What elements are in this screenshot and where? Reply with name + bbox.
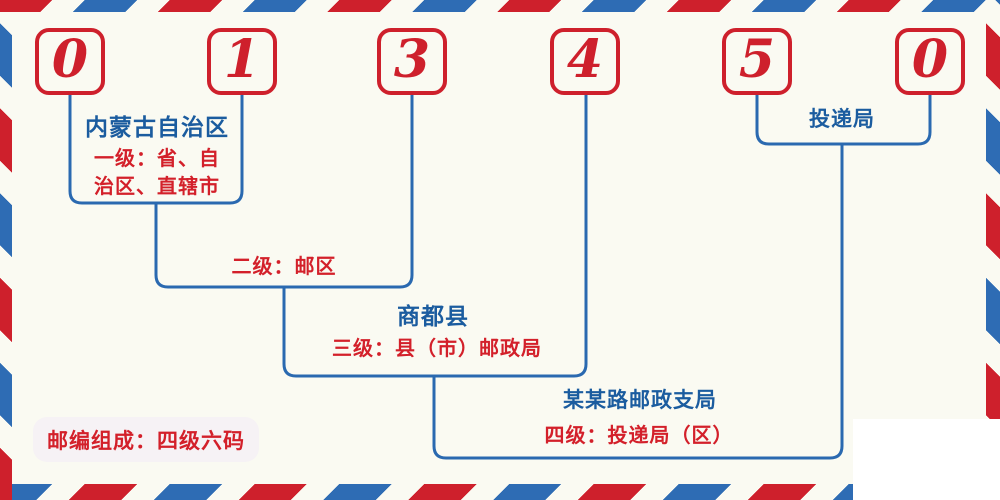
connector-delivery-bracket xyxy=(755,95,932,146)
digit: 0 xyxy=(51,28,89,90)
level3-label: 三级：县（市）邮政局 xyxy=(332,336,542,360)
delivery-office-label: 投递局 xyxy=(809,106,875,131)
level1-label: 一级：省、自 治区、直辖市 xyxy=(94,146,220,198)
level2-label: 二级：邮区 xyxy=(231,254,337,278)
level3-place-name: 商都县 xyxy=(397,303,469,330)
connector-level4-bracket xyxy=(432,144,844,460)
digit-box-4: 4 xyxy=(550,28,620,95)
corner-cover xyxy=(853,419,1000,500)
digit-box-3: 3 xyxy=(377,28,447,95)
digit-box-5: 5 xyxy=(722,28,792,95)
digit: 4 xyxy=(566,28,604,90)
footer-note-text: 邮编组成：四级六码 xyxy=(47,427,245,453)
digit-box-2: 1 xyxy=(207,28,277,95)
level4-place-name: 某某路邮政支局 xyxy=(563,387,717,412)
level4-label: 四级：投递局（区） xyxy=(544,423,734,447)
digit: 3 xyxy=(393,28,431,90)
digit-box-6: 0 xyxy=(895,28,965,95)
level1-region-name: 内蒙古自治区 xyxy=(85,114,229,141)
digit: 1 xyxy=(223,28,261,90)
footer-note-box: 邮编组成：四级六码 xyxy=(33,417,259,462)
digit: 5 xyxy=(738,28,776,90)
digit: 0 xyxy=(911,28,949,90)
digit-box-1: 0 xyxy=(35,28,105,95)
